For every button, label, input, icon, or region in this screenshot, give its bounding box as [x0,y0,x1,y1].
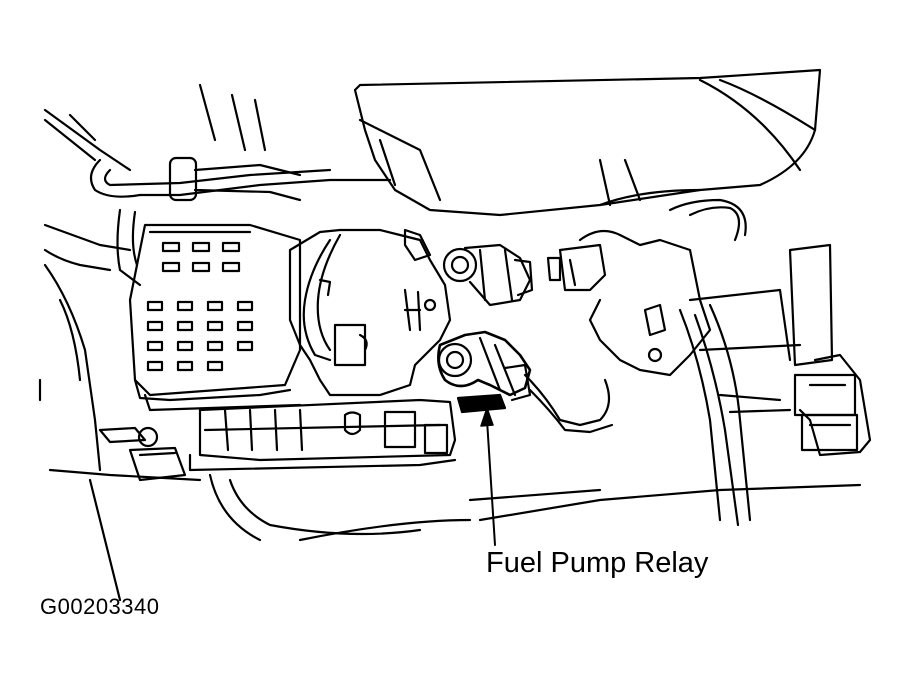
harness-tie-strap [170,158,196,200]
dash-housing [355,70,820,240]
fuel-pump-relay-label: Fuel Pump Relay [486,547,709,579]
ground-bolt-clip [100,428,185,480]
left-trim-panel [40,85,265,600]
right-bracket [548,231,800,525]
callout-arrow [481,408,495,545]
upper-relay-connector [444,245,532,305]
right-connector-plug [790,245,870,455]
figure-id: G00203340 [40,594,160,619]
fuse-slots-top [163,243,239,271]
mounting-bracket [290,230,450,395]
fuel-pump-relay[interactable] [438,332,612,432]
junction-block [130,225,300,410]
fuse-slots-lower [148,302,252,370]
lower-panel [300,160,860,540]
lower-rail [190,400,455,540]
wiring-harness [91,158,390,285]
